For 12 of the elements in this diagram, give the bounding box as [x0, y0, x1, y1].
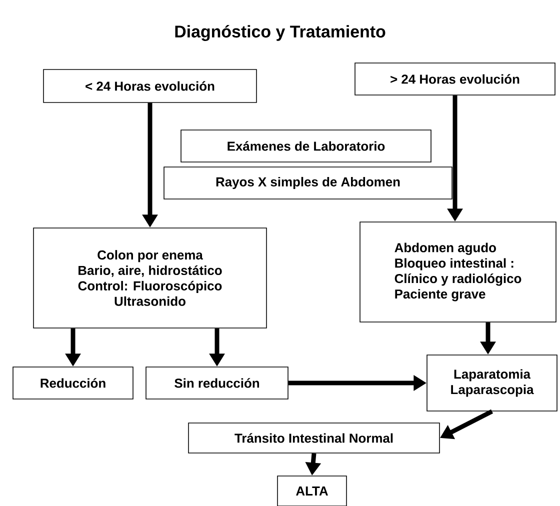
- process-box: < 24 Horas evolución: [43, 69, 257, 103]
- title: Diagnóstico y Tratamiento: [175, 24, 386, 41]
- process-box: Reducción: [12, 366, 134, 400]
- process-box: ALTA: [277, 476, 347, 506]
- process-box: Tránsito Intestinal Normal: [188, 422, 440, 454]
- process-box: > 24 Horas evolución: [354, 62, 556, 96]
- process-box: Colon por enema Bario, aire, hidrostático Control: Fluoroscópico Ultrasonido: [33, 228, 267, 328]
- process-box: Exámenes de Laboratorio: [180, 130, 432, 162]
- process-box: Rayos X simples de Abdomen: [164, 166, 452, 200]
- process-box: Laparatomia Laparascopia: [426, 354, 558, 412]
- process-box: Sin reducción: [146, 366, 288, 400]
- process-box: Abdomen agudo Bloqueo intestinal : Clínico y radiológico Paciente grave: [360, 222, 556, 322]
